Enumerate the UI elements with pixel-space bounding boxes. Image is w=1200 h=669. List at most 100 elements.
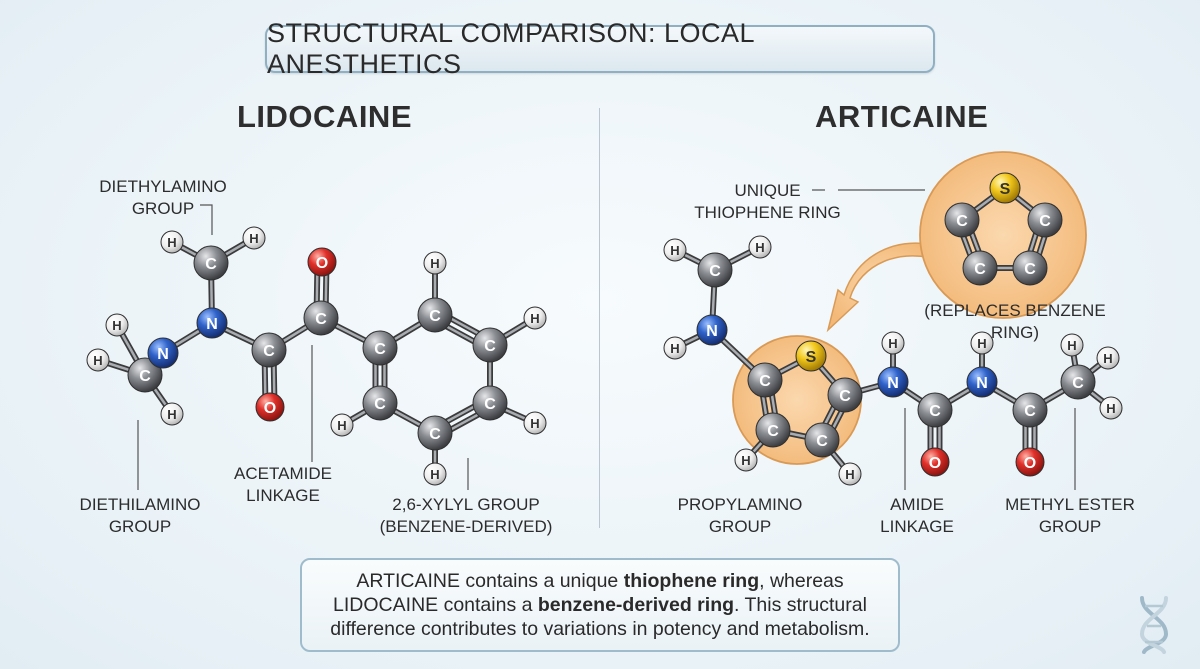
svg-text:C: C (1024, 261, 1036, 278)
svg-text:H: H (670, 243, 679, 258)
atom-c-l_r1: C (362, 330, 398, 366)
acetamide-linkage-label: ACETAMIDE LINKAGE (234, 464, 332, 505)
atom-n-l_bn: N (147, 337, 179, 369)
svg-text:O: O (264, 400, 276, 417)
atom-c-a_c1: C (697, 252, 733, 288)
svg-text:H: H (430, 467, 439, 482)
atom-h-a_hm1: H (663, 238, 687, 262)
atom-n-a_n2: N (877, 366, 909, 398)
atom-c-a_ck1: C (917, 392, 953, 428)
atom-c-z_c1: C (944, 202, 980, 238)
svg-text:H: H (755, 240, 764, 255)
atom-h-a_hx3: H (1099, 396, 1123, 420)
note-bold-benzene: benzene-derived ring (537, 594, 735, 616)
atom-c-a_ca: C (747, 362, 783, 398)
atom-c-l_ck: C (251, 332, 287, 368)
svg-text:C: C (709, 263, 721, 280)
atom-h-a_hx1: H (1060, 333, 1084, 357)
svg-text:C: C (263, 343, 275, 360)
atom-h-l_hm2: H (242, 226, 266, 250)
svg-text:H: H (337, 418, 346, 433)
svg-text:C: C (429, 426, 441, 443)
atom-c-z_c3: C (962, 250, 998, 286)
svg-text:H: H (845, 467, 854, 482)
atom-h-l_hr2: H (423, 251, 447, 275)
note-bold-thiophene: thiophene ring (623, 570, 760, 592)
leader-lines (137, 189, 1076, 490)
atom-n-a_n3: N (966, 366, 998, 398)
atom-c-z_c4: C (1012, 250, 1048, 286)
atom-c-l_r4: C (472, 385, 508, 421)
comparison-note-text: ARTICAINE contains a unique thiophene ri… (316, 569, 884, 641)
svg-text:C: C (759, 373, 771, 390)
atom-h-l_hr5: H (423, 462, 447, 486)
svg-text:C: C (839, 388, 851, 405)
svg-text:C: C (929, 403, 941, 420)
atom-h-a_hm2: H (748, 235, 772, 259)
atom-c-a_cd: C (804, 422, 840, 458)
svg-text:C: C (1024, 403, 1036, 420)
svg-text:H: H (888, 336, 897, 351)
thiophene-ring-label: UNIQUE THIOPHENE RING (694, 181, 841, 222)
amide-linkage-label: AMIDE LINKAGE (880, 495, 954, 536)
svg-text:C: C (1039, 213, 1051, 230)
svg-text:S: S (1000, 181, 1011, 198)
svg-text:C: C (205, 256, 217, 273)
svg-text:C: C (956, 213, 968, 230)
atom-o-a_o2: O (1015, 447, 1045, 477)
diethilamino-group-label: DIETHILAMINO GROUP (79, 495, 201, 536)
atom-c-a_ck2: C (1012, 392, 1048, 428)
atom-n-l_n: N (196, 307, 228, 339)
svg-text:N: N (887, 375, 899, 392)
atom-h-a_hn2: H (881, 331, 905, 355)
svg-text:C: C (974, 261, 986, 278)
svg-text:H: H (167, 407, 176, 422)
lidocaine-heading: LIDOCAINE (237, 99, 412, 134)
svg-text:H: H (1106, 401, 1115, 416)
svg-text:H: H (530, 311, 539, 326)
atom-s-z_s: S (989, 172, 1021, 204)
atom-h-l_hr4: H (523, 411, 547, 435)
atom-h-a_hd: H (838, 462, 862, 486)
svg-text:C: C (484, 338, 496, 355)
svg-text:N: N (706, 323, 718, 340)
atom-c-l_c3: C (303, 300, 339, 336)
atom-h-l_hr6: H (330, 413, 354, 437)
note-text-3: . This structural difference contributes… (330, 594, 870, 640)
svg-text:C: C (484, 396, 496, 413)
diethylamino-group-label: DIETHYLAMINO GROUP (99, 177, 227, 218)
propylamino-group-label: PROPYLAMINO GROUP (677, 495, 803, 536)
svg-text:H: H (167, 235, 176, 250)
atom-h-a_hc: H (734, 448, 758, 472)
svg-text:C: C (816, 433, 828, 450)
svg-text:O: O (1024, 455, 1036, 472)
atom-c-a_cb: C (827, 377, 863, 413)
atom-c-a_cm: C (1060, 364, 1096, 400)
svg-text:C: C (315, 311, 327, 328)
comparison-note: ARTICAINE contains a unique thiophene ri… (300, 558, 900, 652)
svg-text:S: S (806, 349, 817, 366)
svg-text:H: H (93, 353, 102, 368)
atom-c-l_r2: C (417, 297, 453, 333)
svg-text:H: H (1103, 351, 1112, 366)
articaine-heading: ARTICAINE (815, 99, 989, 134)
svg-text:H: H (1067, 338, 1076, 353)
atom-h-a_hn3: H (970, 331, 994, 355)
atom-h-l_hr3: H (523, 306, 547, 330)
leader-line-diethylamino (200, 204, 213, 235)
svg-text:H: H (670, 341, 679, 356)
section-divider (599, 108, 600, 528)
svg-text:O: O (929, 455, 941, 472)
methyl-ester-group-label: METHYL ESTER GROUP (1005, 495, 1135, 536)
atom-o-l_o1: O (307, 247, 337, 277)
svg-text:C: C (374, 396, 386, 413)
dna-helix-icon (1139, 596, 1169, 654)
svg-text:N: N (976, 375, 988, 392)
atom-c-z_c2: C (1027, 202, 1063, 238)
replaces-benzene-label: (REPLACES BENZENE RING) (924, 301, 1106, 342)
svg-text:H: H (977, 336, 986, 351)
atom-h-l_hb: H (160, 402, 184, 426)
svg-text:H: H (530, 416, 539, 431)
svg-text:C: C (374, 341, 386, 358)
